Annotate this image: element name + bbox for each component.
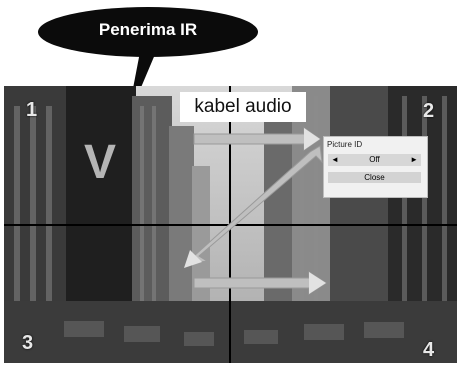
panel-number-1: 1 [26,99,38,121]
picture-id-selector[interactable]: ◄ Off ► [328,154,421,166]
video-wall-photo: V 1 2 3 4 kabel audio Picture ID ◄ Off ► [4,86,457,363]
picture-id-value: Off [369,155,380,164]
ir-receiver-label: Penerima IR [98,20,198,39]
ir-receiver-callout: Penerima IR [38,7,258,57]
panel-number-4: 4 [423,339,435,361]
panel-number-3: 3 [22,332,34,354]
city-street-scene: V [4,86,457,363]
left-arrow-icon[interactable]: ◄ [331,155,339,164]
panel-number-2: 2 [423,100,435,122]
right-arrow-icon[interactable]: ► [410,155,418,164]
osd-title: Picture ID [327,140,363,149]
close-button[interactable]: Close [328,172,421,183]
building-v-logo: V [84,136,116,189]
picture-id-osd: Picture ID ◄ Off ► Close [323,136,428,198]
audio-cable-label: kabel audio [180,92,306,122]
